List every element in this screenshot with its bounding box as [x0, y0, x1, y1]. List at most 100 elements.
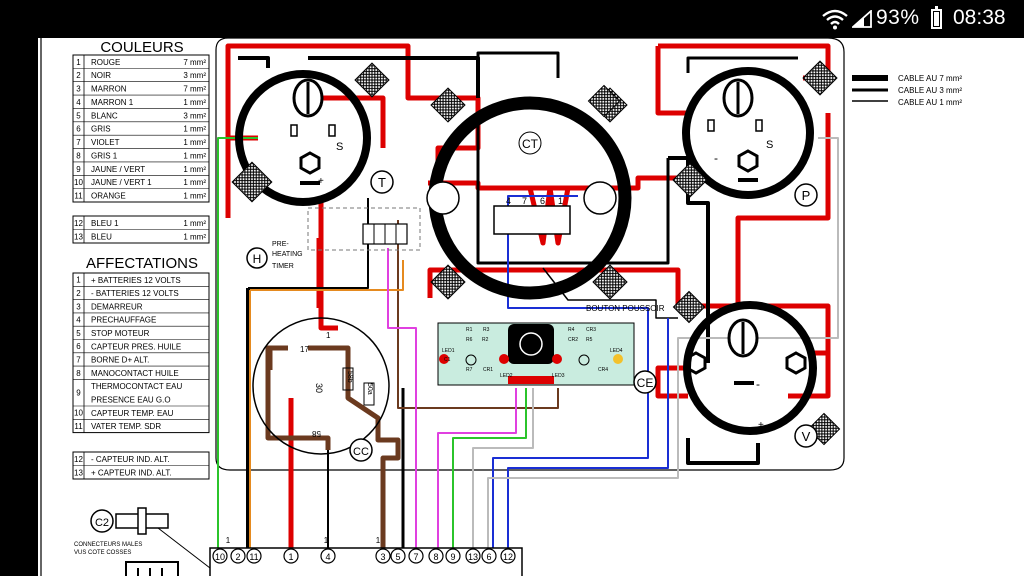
affectation-num: 13 — [74, 468, 83, 477]
couleur-size: 3 mm² — [183, 71, 206, 80]
board-label: R7 — [466, 367, 473, 373]
board-label: R1 — [466, 327, 473, 333]
gauge-t-plus: + — [318, 176, 324, 187]
affectation-num: 11 — [74, 422, 83, 431]
affectation-text: DEMARREUR — [91, 302, 143, 311]
ct-terminal-4: 4 — [506, 196, 511, 206]
affectation-text: + CAPTEUR IND. ALT. — [91, 469, 172, 478]
couleur-name: ROUGE — [91, 58, 120, 67]
couleur-num: 10 — [74, 178, 83, 187]
couleur-name: MARRON 1 — [91, 98, 134, 107]
board-label: LED4 — [610, 348, 623, 354]
couleur-num: 12 — [74, 219, 83, 228]
battery-icon — [931, 6, 942, 29]
gauge-ct: CT 4 7 6 1 — [426, 87, 632, 300]
connector-pin-label: 9 — [450, 552, 455, 562]
connector-pin-label: 7 — [413, 552, 418, 562]
board-label: R5 — [586, 337, 593, 343]
couleur-size: 1 mm² — [183, 219, 206, 228]
affectation-text: CAPTEUR TEMP. EAU — [91, 409, 174, 418]
gauge-p: S - P — [587, 60, 838, 207]
ce-label: CE — [637, 376, 654, 390]
affectation-num: 2 — [76, 289, 81, 298]
connector-pin-label: 13 — [468, 552, 478, 562]
couleurs-title: COULEURS — [100, 39, 183, 56]
gauge-t-s: S — [336, 141, 343, 153]
board-label: C1 — [444, 357, 451, 363]
wires — [217, 43, 839, 556]
board-label: CR1 — [483, 367, 493, 373]
board-label: LED2 — [500, 373, 513, 379]
couleur-size: 1 mm² — [183, 125, 206, 134]
connector-pin-label: 8 — [433, 552, 438, 562]
couleur-num: 3 — [76, 85, 81, 94]
connector-top-mark: 1 — [324, 536, 329, 545]
c2-label: C2 — [95, 517, 109, 529]
connector-pin — [445, 548, 461, 564]
connector-pin-label: 10 — [215, 552, 225, 562]
connector-pin — [375, 548, 391, 564]
couleur-name: NOIR — [91, 71, 111, 80]
cc-label: CC — [353, 446, 369, 458]
cc-relay: 17 30 58 50a 58b 1 CC — [252, 317, 390, 462]
couleur-num: 4 — [76, 98, 81, 107]
affectation-text: THERMOCONTACT EAU — [91, 382, 182, 391]
connector-pin-label: 5 — [395, 552, 400, 562]
legend-3mm: CABLE AU 3 mm² — [898, 86, 962, 95]
couleur-num: 7 — [76, 138, 81, 147]
gauge-p-s: S — [766, 139, 773, 151]
couleur-num: 8 — [76, 151, 81, 160]
preheating-timer: H PRE- HEATING TIMER BOUTON POUSSOIR — [246, 223, 665, 313]
cable-legend: CABLE AU 7 mm² CABLE AU 3 mm² CABLE AU 1… — [852, 74, 962, 107]
couleur-size: 1 mm² — [183, 138, 206, 147]
couleur-num: 6 — [76, 125, 81, 134]
battery-percent: 93% — [876, 6, 920, 29]
connector-pin-label: 3 — [380, 552, 385, 562]
couleur-name: VIOLET — [91, 138, 120, 147]
affectation-text: VATER TEMP. SDR — [91, 422, 161, 431]
couleur-name: JAUNE / VERT — [91, 165, 145, 174]
board-label: LED1 — [442, 348, 455, 354]
couleur-size: 7 mm² — [183, 85, 206, 94]
c2-connector: C2 CONNECTEURS MALES VUS COTE COSSES — [74, 507, 211, 576]
connector-pin-label: 6 — [486, 552, 491, 562]
ct-terminal-7: 7 — [522, 196, 527, 206]
couleur-num: 1 — [76, 58, 81, 67]
affectation-num: 3 — [76, 302, 81, 311]
connector-pin — [500, 548, 516, 564]
board-label: R4 — [568, 327, 575, 333]
board-label: R2 — [482, 337, 489, 343]
connector-top-mark: 1 — [226, 536, 231, 545]
gauge-v-label: V — [802, 429, 811, 444]
affectation-num: 4 — [76, 316, 81, 325]
couleur-num: 13 — [74, 233, 83, 242]
couleur-size: 3 mm² — [183, 111, 206, 120]
connector-pin — [408, 548, 424, 564]
connector-pin-label: 1 — [288, 552, 293, 562]
signal-icon — [852, 10, 872, 28]
connector-pin-label: 12 — [503, 552, 513, 562]
couleur-num: 9 — [76, 165, 81, 174]
affectation-text: - CAPTEUR IND. ALT. — [91, 455, 170, 464]
affectation-text: PRECHAUFFAGE — [91, 316, 156, 325]
connector-pin — [390, 548, 406, 564]
couleur-num: 2 — [76, 71, 81, 80]
couleur-num: 5 — [76, 111, 81, 120]
couleur-size: 1 mm² — [183, 192, 206, 201]
gauge-t-label: T — [378, 175, 386, 190]
connector-pin — [283, 548, 299, 564]
ct-terminal-6: 6 — [540, 196, 545, 206]
couleur-num: 11 — [74, 192, 83, 201]
board-label: CR2 — [568, 337, 578, 343]
gauge-p-label: P — [802, 188, 811, 203]
connecteurs-label-2: VUS COTE COSSES — [74, 550, 131, 556]
relay-58: 58 — [312, 429, 321, 438]
couleur-size: 1 mm² — [183, 233, 206, 242]
board-label: R3 — [483, 327, 490, 333]
connector-pin — [212, 548, 228, 564]
connector-pin — [428, 548, 444, 564]
affectation-num: 10 — [74, 409, 83, 418]
